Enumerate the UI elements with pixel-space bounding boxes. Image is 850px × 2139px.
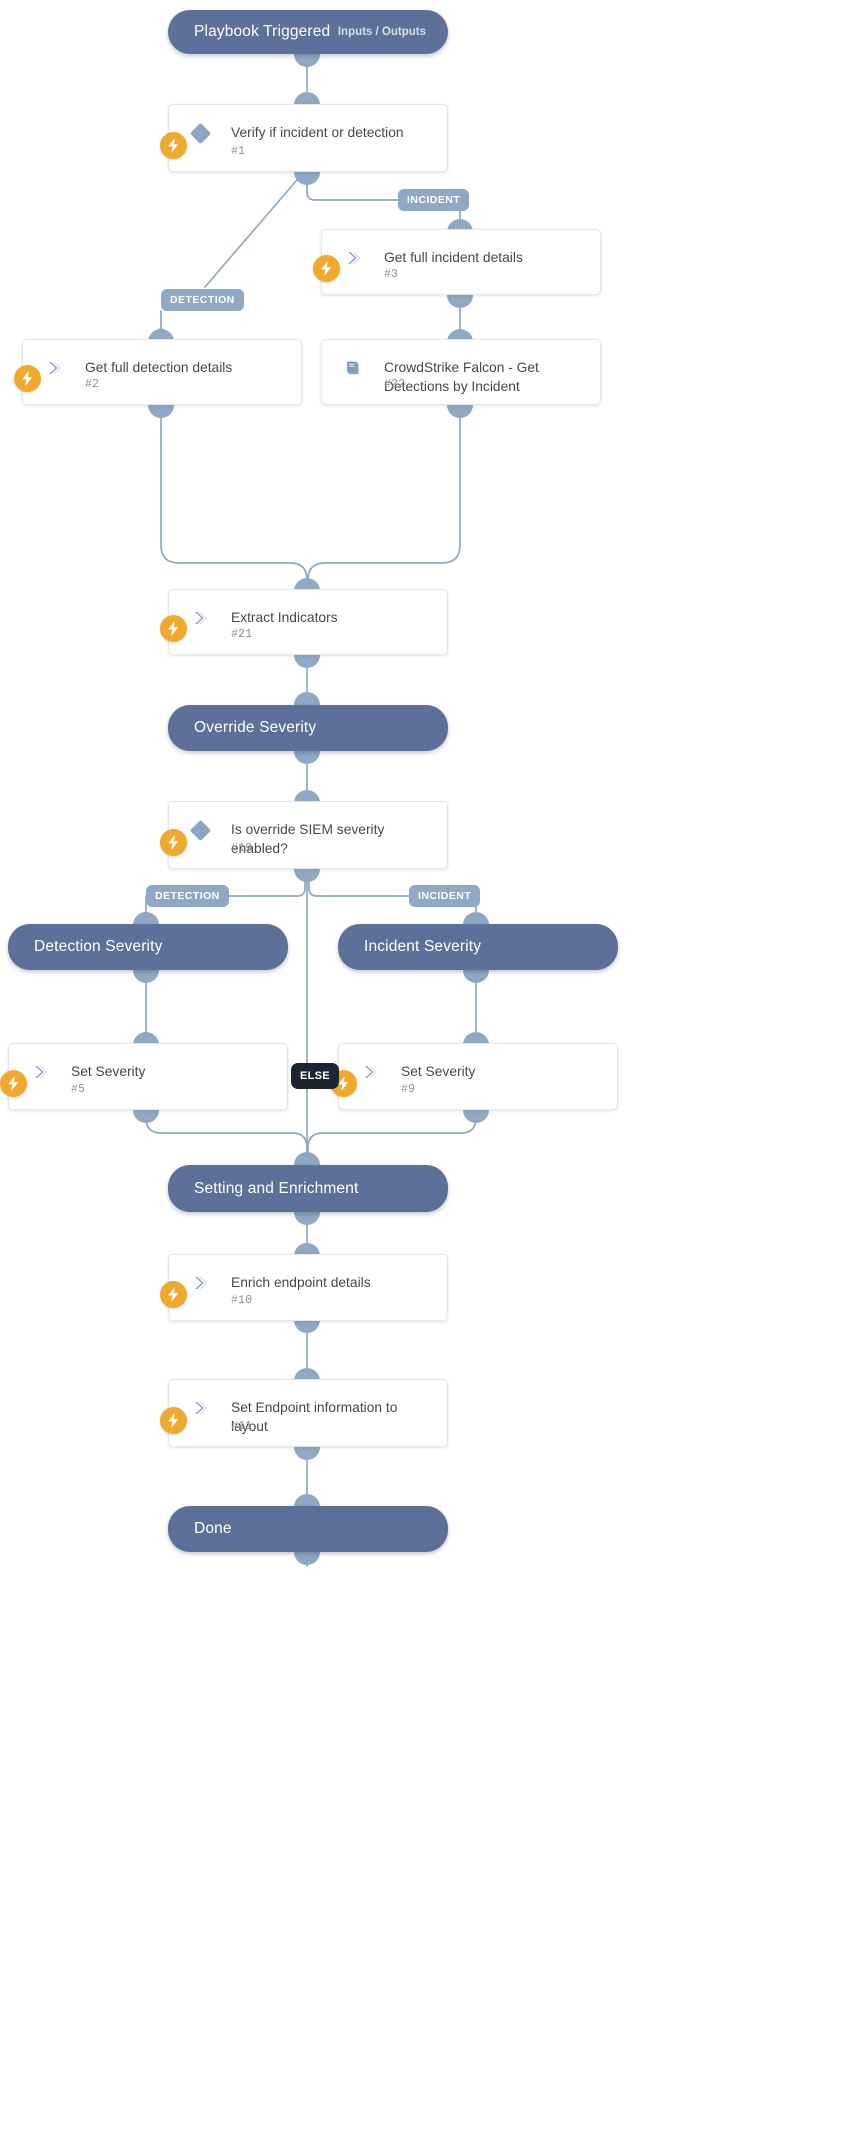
port-out-enrich xyxy=(294,1320,320,1333)
task-card-extract-indicators[interactable]: Extract Indicators #21 xyxy=(160,589,448,655)
task-id: #21 xyxy=(231,628,253,641)
task-title: Get full detection details xyxy=(85,360,233,375)
condition-diamond-icon xyxy=(189,122,211,144)
task-id: #2 xyxy=(85,378,100,391)
wire-condition-to-incident-chip xyxy=(308,867,410,897)
automation-bolt-icon xyxy=(313,255,340,282)
task-card-verify-incident-or-detection[interactable]: Verify if incident or detection #1 xyxy=(160,104,448,172)
task-card-get-full-detection-details[interactable]: Get full detection details #2 xyxy=(14,339,302,405)
port-in-enrichment-section xyxy=(294,1152,320,1165)
task-title: Get full incident details xyxy=(384,250,523,265)
task-title: Set Severity xyxy=(401,1064,476,1079)
section-header-detection-severity[interactable]: Detection Severity xyxy=(8,924,288,970)
port-out-override-section xyxy=(294,751,320,764)
section-header-incident-severity[interactable]: Incident Severity xyxy=(338,924,618,970)
automation-bolt-icon xyxy=(0,1070,27,1097)
port-out-enrichment-section xyxy=(294,1212,320,1225)
automation-bolt-icon xyxy=(160,132,187,159)
task-id: #5 xyxy=(71,1083,86,1096)
section-title: Incident Severity xyxy=(364,938,482,955)
task-id: #19 xyxy=(231,842,253,855)
automation-bolt-icon xyxy=(160,829,187,856)
chevron-icon xyxy=(342,247,364,269)
branch-chip-override-detection[interactable]: DETECTION xyxy=(146,885,229,907)
chevron-icon xyxy=(189,1397,211,1419)
port-out-start xyxy=(294,54,320,67)
chevron-icon xyxy=(189,1272,211,1294)
automation-bolt-icon xyxy=(160,1281,187,1308)
task-id: #3 xyxy=(384,268,399,281)
task-card-set-severity-incident[interactable]: Set Severity #9 xyxy=(330,1043,618,1110)
automation-bolt-icon xyxy=(160,615,187,642)
task-card-get-full-incident-details[interactable]: Get full incident details #3 xyxy=(313,229,601,295)
condition-diamond-icon xyxy=(189,819,211,841)
chevron-icon xyxy=(189,607,211,629)
playbook-done-title: Done xyxy=(194,1520,232,1537)
wire-set-severity-5-to-merge xyxy=(145,1109,311,1162)
task-card-is-override-siem-severity-enabled[interactable]: Is override SIEM severity enabled? #19 xyxy=(160,801,448,869)
playbook-start-node[interactable]: Playbook Triggered Inputs / Outputs xyxy=(168,10,448,54)
branch-chip-override-else[interactable]: ELSE xyxy=(291,1063,339,1089)
task-id: #10 xyxy=(231,1294,253,1307)
wire-detection-details-to-extract xyxy=(160,404,311,595)
playbook-done-node[interactable]: Done xyxy=(168,1506,448,1552)
task-title: Enrich endpoint details xyxy=(231,1275,371,1290)
task-title: Extract Indicators xyxy=(231,610,338,625)
chevron-icon xyxy=(43,357,65,379)
branch-chip-override-incident[interactable]: INCIDENT xyxy=(409,885,481,907)
task-title: Is override SIEM severity enabled? xyxy=(231,822,385,856)
section-title: Setting and Enrichment xyxy=(194,1179,359,1197)
task-id: #22 xyxy=(384,378,406,391)
chevron-icon xyxy=(359,1061,381,1083)
playbook-book-icon xyxy=(342,357,364,379)
task-title: Set Endpoint information to layout xyxy=(231,1400,398,1434)
task-card-enrich-endpoint-details[interactable]: Enrich endpoint details #10 xyxy=(160,1254,448,1321)
wire-crowdstrike-to-extract xyxy=(307,404,461,592)
port-out-done xyxy=(294,1552,320,1565)
branch-chip-detection[interactable]: DETECTION xyxy=(161,289,244,311)
task-id: #9 xyxy=(401,1083,416,1096)
port-in-detection-details xyxy=(148,329,174,342)
task-title: Set Severity xyxy=(71,1064,146,1079)
task-id: #1 xyxy=(231,145,246,158)
port-out-crowdstrike xyxy=(447,405,473,418)
port-out-set-severity-5 xyxy=(133,1110,159,1123)
wire-set-severity-9-to-merge xyxy=(307,1109,477,1159)
playbook-inputs-outputs-link[interactable]: Inputs / Outputs xyxy=(337,26,426,38)
playbook-start-title: Playbook Triggered xyxy=(194,23,331,40)
port-out-extract xyxy=(294,655,320,668)
automation-bolt-icon xyxy=(160,1407,187,1434)
section-title: Detection Severity xyxy=(34,938,163,955)
port-out-verify xyxy=(294,172,320,185)
port-out-set-severity-9 xyxy=(463,1110,489,1123)
task-id: #11 xyxy=(231,1420,253,1433)
task-card-set-severity-detection[interactable]: Set Severity #5 xyxy=(0,1043,288,1110)
port-in-override-section xyxy=(294,692,320,705)
wire-condition-to-detection-chip xyxy=(221,867,306,897)
section-title: Override Severity xyxy=(194,719,317,736)
wire-verify-to-detection-chip xyxy=(204,172,304,288)
task-title: Verify if incident or detection xyxy=(231,125,404,140)
task-card-crowdstrike-falcon-get-detections[interactable]: CrowdStrike Falcon - Get Detections by I… xyxy=(321,339,601,405)
task-title: CrowdStrike Falcon - Get Detections by I… xyxy=(384,360,539,394)
wire-verify-to-incident-chip xyxy=(306,172,399,201)
port-out-incident-details xyxy=(447,295,473,308)
automation-bolt-icon xyxy=(14,365,41,392)
port-out-detection-details xyxy=(148,405,174,418)
port-out-is-override xyxy=(294,869,320,882)
section-header-setting-and-enrichment[interactable]: Setting and Enrichment xyxy=(168,1165,448,1212)
section-header-override-severity[interactable]: Override Severity xyxy=(168,705,448,751)
port-out-set-endpoint xyxy=(294,1447,320,1460)
branch-chip-incident[interactable]: INCIDENT xyxy=(398,189,470,211)
chevron-icon xyxy=(29,1061,51,1083)
task-card-set-endpoint-information-to-layout[interactable]: Set Endpoint information to layout #11 xyxy=(160,1379,448,1447)
port-out-detection-severity-section xyxy=(133,970,159,983)
port-out-incident-severity-section xyxy=(463,970,489,983)
